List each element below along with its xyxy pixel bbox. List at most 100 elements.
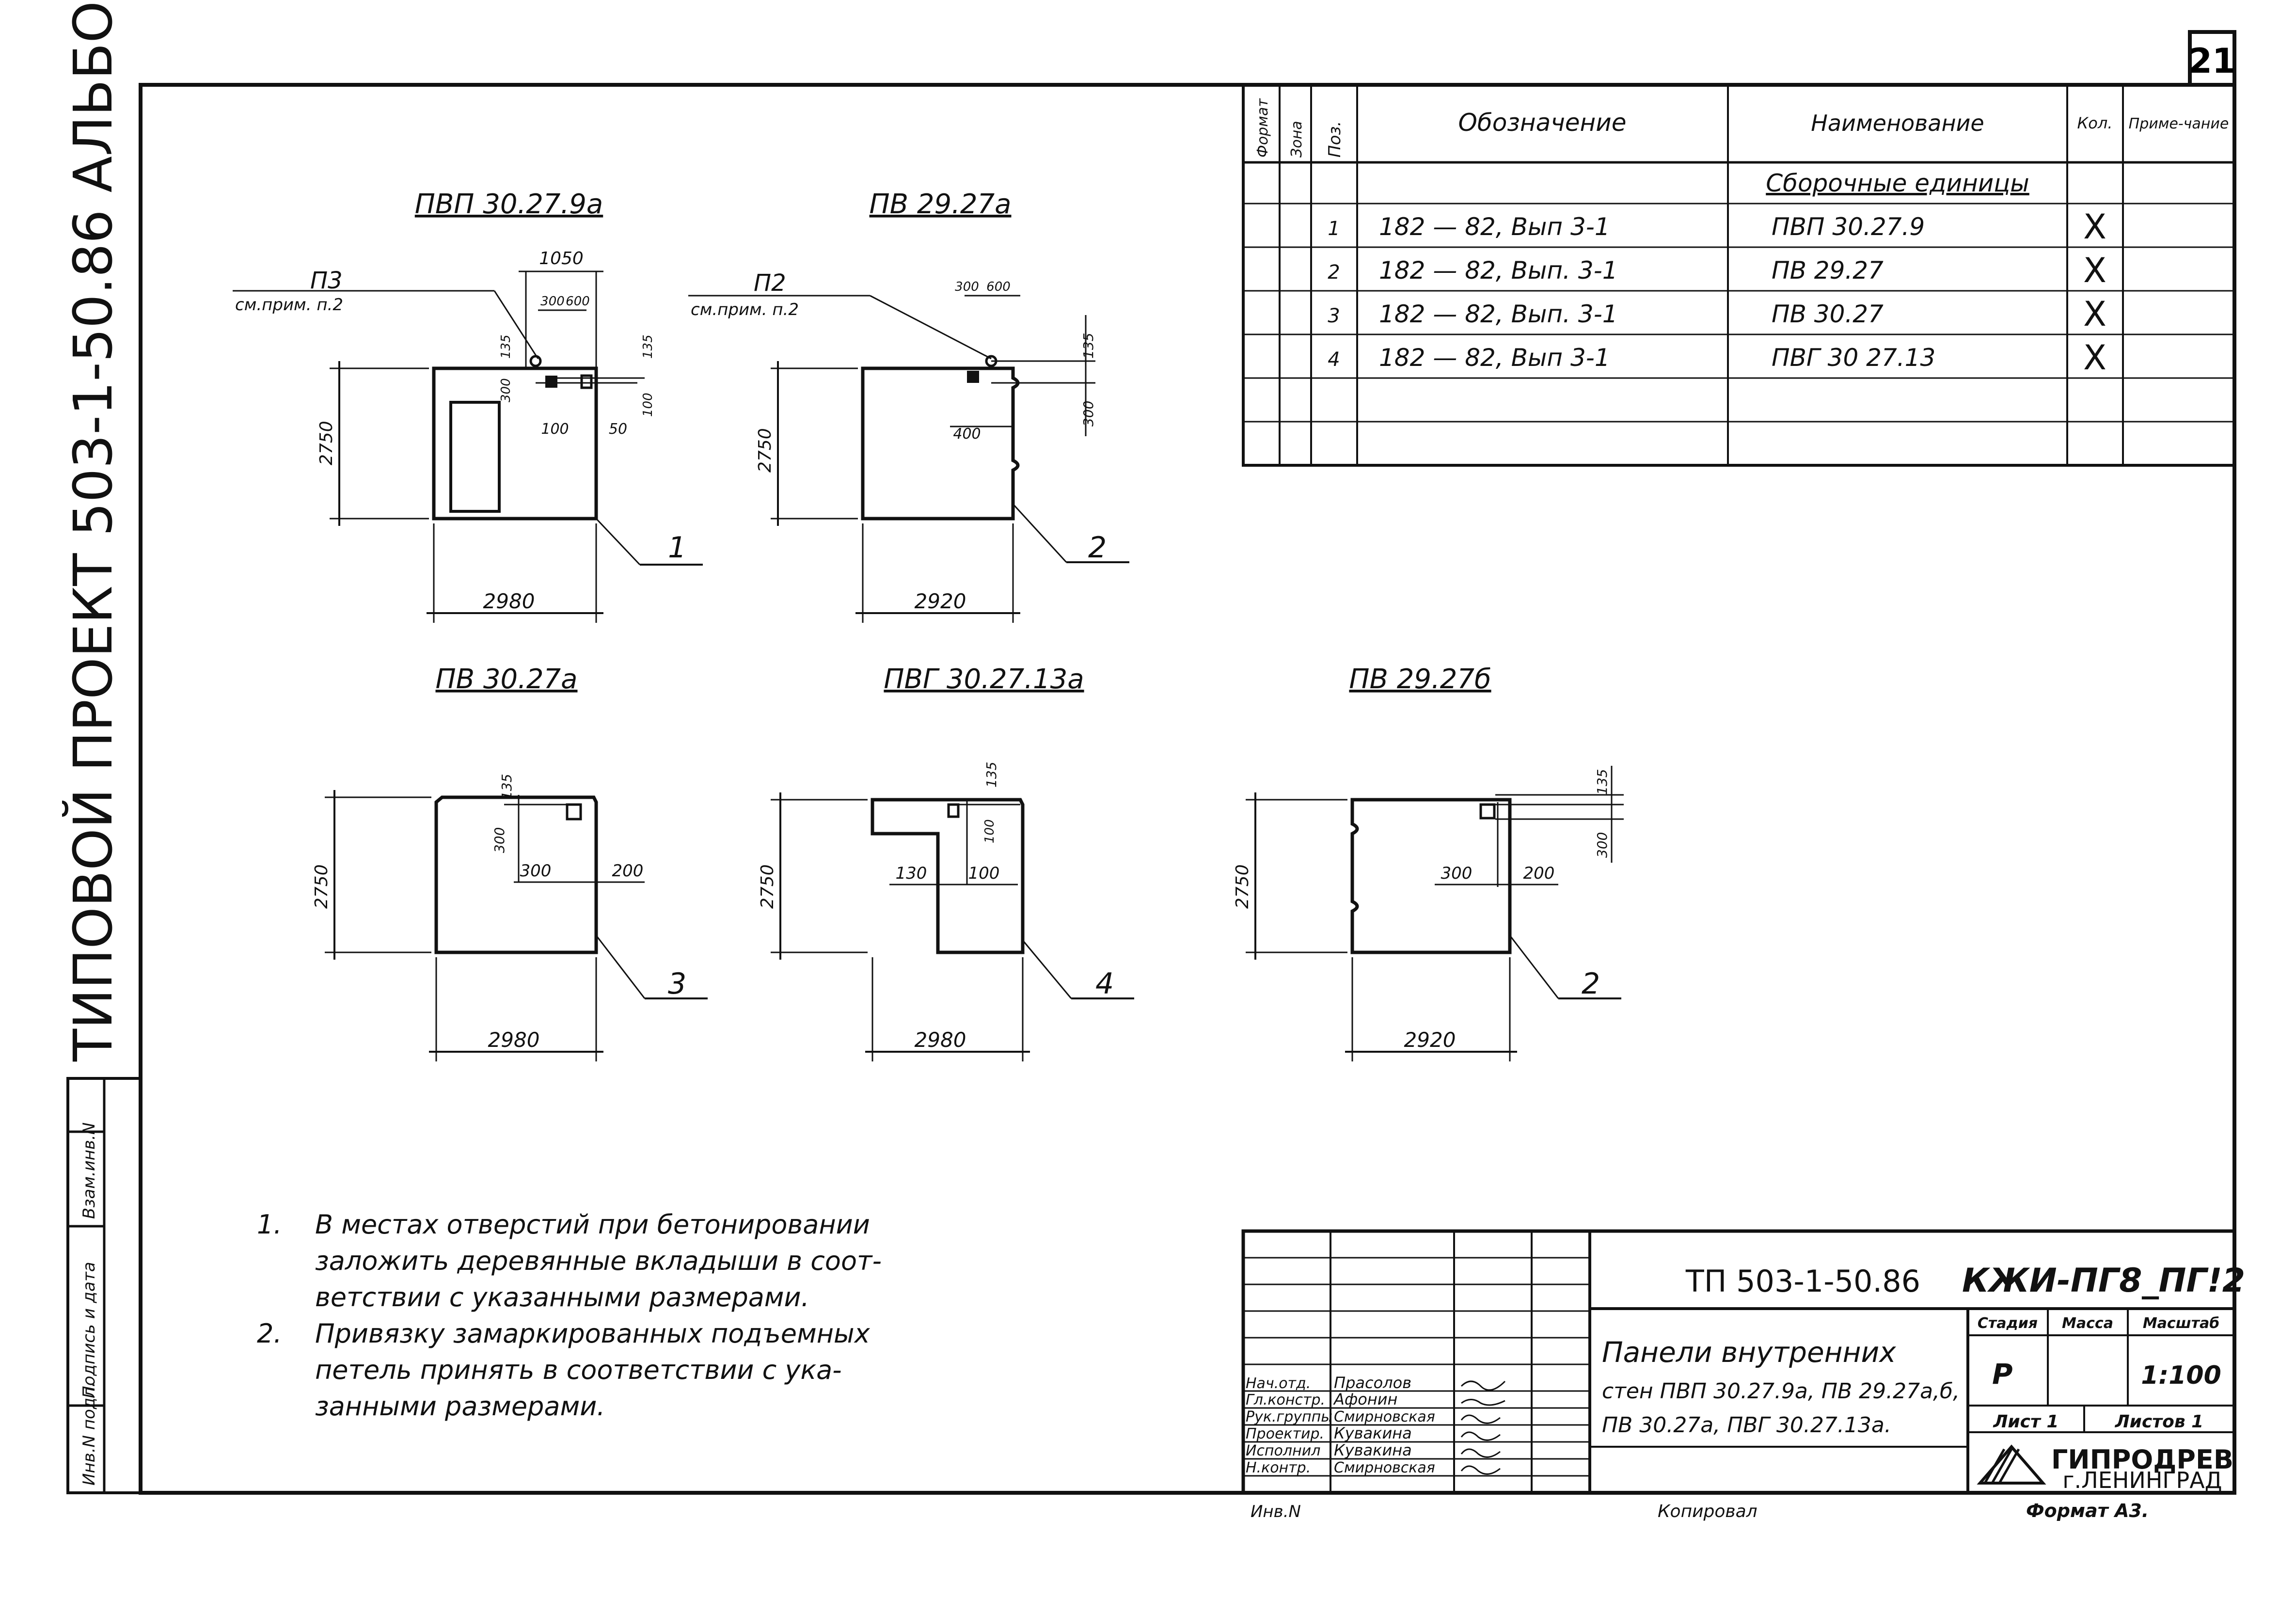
panel-2-dim-2750: 2750 [755, 428, 775, 473]
panel-1-ref: 1 [668, 531, 686, 565]
panel-3-ref: 3 [668, 967, 686, 1001]
signature-marks [1460, 1380, 1506, 1475]
titleblock-stage: Р [1992, 1358, 2013, 1391]
panel-4-title: ПВГ 30.27.13а [884, 664, 1084, 695]
titleblock-role-6: Н.контр. [1246, 1459, 1311, 1476]
spec-row-4-designation: 182 — 82, Вып 3-1 [1379, 344, 1610, 372]
panel-5-dim-135: 135 [1594, 769, 1610, 795]
panel-1-dim-300b: 300 [499, 378, 513, 402]
note-2-num: 2. [257, 1318, 282, 1349]
panel-1-callout: П3 [310, 267, 343, 294]
spec-row-2-qty: X [2083, 251, 2106, 290]
titleblock-project: ТП 503-1-50.86 [1685, 1264, 1920, 1299]
panel-5-dim-300h: 300 [1441, 864, 1473, 883]
side-stamp-inv: Инв.N подл. [79, 1382, 99, 1486]
panel-5-title: ПВ 29.27б [1349, 664, 1491, 695]
panel-2-dim-135: 135 [1080, 333, 1096, 359]
title-block: ТП 503-1-50.86 КЖИ-ПГ8_ПГ!2 Панели внутр… [1241, 1229, 2245, 1495]
panel-2-dim-300b: 300 [1080, 401, 1096, 427]
note-1-num: 1. [257, 1209, 282, 1240]
side-stamp-replace: Взам.инв.N [79, 1123, 99, 1219]
spec-row-2-designation: 182 — 82, Вып. 3-1 [1379, 256, 1618, 285]
titleblock-stage-header: Стадия [1978, 1315, 2038, 1332]
panel-1-dim-2980: 2980 [483, 589, 535, 613]
titleblock-city: г.ЛЕНИНГРАД [2062, 1467, 2222, 1493]
panel-1-outline [432, 366, 598, 521]
panel-1-hole-2 [580, 374, 593, 389]
titleblock-role-1: Нач.отд. [1246, 1375, 1311, 1392]
spec-header-zone: Зона [1288, 121, 1305, 158]
spec-row-1-pos: 1 [1328, 218, 1340, 240]
panel-5-dim-200: 200 [1523, 864, 1555, 883]
panel-5-hole [1479, 803, 1496, 820]
panel-5-ref: 2 [1582, 967, 1600, 1001]
panel-1-dim-300a: 300 [540, 294, 565, 309]
inv-label: Инв.N [1251, 1502, 1301, 1521]
panel-2-dim-400: 400 [953, 426, 981, 443]
drawing-frame [139, 83, 2236, 1495]
spec-row-4-pos: 4 [1328, 348, 1340, 371]
spec-row-1-designation: 182 — 82, Вып 3-1 [1379, 213, 1610, 241]
spec-row-3-designation: 182 — 82, Вып. 3-1 [1379, 300, 1618, 328]
panel-1-title: ПВП 30.27.9а [415, 189, 603, 220]
panel-1-dim-2750: 2750 [317, 421, 336, 465]
panel-2-outline [861, 366, 1020, 521]
spec-table: Формат Зона Поз. Обозначение Наименовани… [1242, 83, 2236, 467]
panel-1-hole [545, 376, 557, 388]
note-1-line-1: В местах отверстий при бетонировании [315, 1209, 870, 1240]
panel-1-dim-100b: 100 [641, 393, 655, 417]
titleblock-sheets: Листов 1 [2115, 1412, 2203, 1432]
titleblock-name-4: Кувакина [1334, 1424, 1412, 1442]
panel-4-dim-130: 130 [896, 864, 927, 883]
panel-5-dim-2920: 2920 [1404, 1028, 1456, 1052]
spec-row-1-name: ПВП 30.27.9 [1772, 213, 1925, 241]
panel-3-hole [566, 803, 582, 821]
titleblock-name-5: Кувакина [1334, 1441, 1412, 1459]
panel-4-dim-135: 135 [983, 762, 999, 788]
side-stamp-sign: Подпись и дата [79, 1262, 99, 1398]
panel-pv-29-27a: ПВ 29.27а П2 см.прим. п.2 2 300 600 135 … [688, 189, 1129, 623]
panel-5-dim-2750: 2750 [1233, 864, 1252, 909]
spec-header-designation: Обозначение [1458, 109, 1627, 137]
spec-row-4-name: ПВГ 30 27.13 [1772, 344, 1935, 372]
org-logo-icon [1977, 1444, 2046, 1485]
panel-1-dim-50: 50 [609, 421, 627, 438]
panel-2-dim-2920: 2920 [915, 589, 966, 613]
titleblock-name-3: Смирновская [1334, 1408, 1435, 1425]
panel-4-ref: 4 [1095, 967, 1114, 1001]
panel-3-outline [434, 795, 598, 954]
titleblock-name-2: Афонин [1333, 1390, 1397, 1408]
spec-row-4-qty: X [2083, 338, 2106, 378]
titleblock-org: ГИПРОДРЕВ [2051, 1444, 2233, 1475]
panel-4-dim-2750: 2750 [758, 864, 777, 909]
format-label: Формат А3. [2026, 1500, 2149, 1521]
spec-header-format: Формат [1254, 98, 1271, 158]
titleblock-name-1: Прасолов [1334, 1374, 1411, 1392]
panel-3-title: ПВ 30.27а [436, 664, 578, 695]
panel-3-dim-2750: 2750 [312, 864, 332, 909]
copied-label: Копировал [1658, 1502, 1758, 1521]
panel-1-dim-100a: 100 [541, 421, 569, 438]
panel-4-dim-100v: 100 [982, 819, 997, 843]
spec-header-note: Приме-чание [2129, 115, 2229, 132]
panel-1-dim-135b: 135 [641, 334, 655, 359]
spec-row-3-qty: X [2083, 294, 2106, 334]
spec-header-name: Наименование [1811, 110, 1984, 136]
spec-row-1-qty: X [2083, 207, 2106, 247]
spec-section-title: Сборочные единицы [1766, 169, 2029, 197]
spec-row-3-pos: 3 [1328, 305, 1340, 327]
titleblock-title-3: ПВ 30.27а, ПВГ 30.27.13а. [1602, 1413, 1891, 1438]
panel-pvp-30-27-9a: ПВП 30.27.9а П3 см.прим. п.2 1 1050 300 … [233, 189, 703, 623]
titleblock-role-4: Проектир. [1246, 1425, 1324, 1442]
spec-header-pos: Поз. [1325, 121, 1345, 158]
panel-2-dim-600: 600 [986, 280, 1011, 294]
panel-1-dim-600: 600 [566, 294, 590, 309]
panel-4-outline [871, 798, 1025, 954]
titleblock-scale-header: Масштаб [2143, 1315, 2219, 1332]
spec-row-2-pos: 2 [1328, 261, 1340, 284]
titleblock-title-2: стен ПВП 30.27.9а, ПВ 29.27а,б, [1602, 1379, 1960, 1404]
panel-2-dim-300: 300 [955, 280, 979, 294]
note-2-line-3: занными размерами. [315, 1391, 605, 1422]
panel-2-ref: 2 [1088, 531, 1107, 565]
panel-pv-29-27b: ПВ 29.27б 2 135 300 300 200 2750 2920 [1233, 664, 1624, 1061]
